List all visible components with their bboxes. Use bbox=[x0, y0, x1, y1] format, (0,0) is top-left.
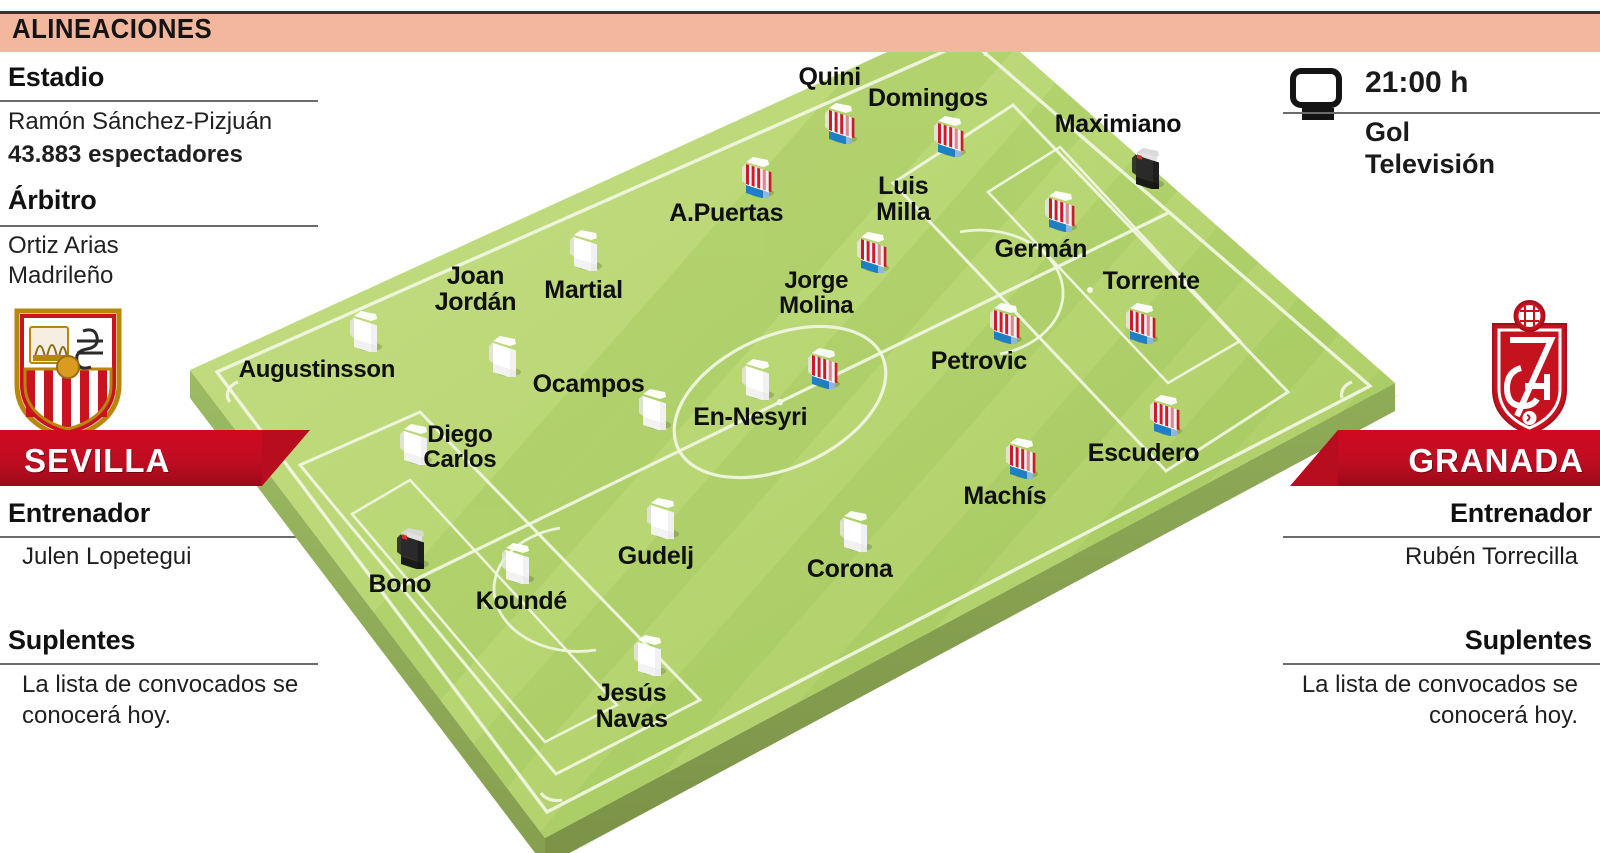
player-kit-icon bbox=[823, 100, 857, 147]
player-kit-icon bbox=[637, 386, 671, 433]
stadium-label: Estadio bbox=[8, 62, 105, 92]
granada-bar-tail bbox=[1290, 430, 1338, 486]
divider bbox=[1283, 536, 1600, 538]
player-kit-icon bbox=[395, 525, 429, 572]
tv-channel-line1: Gol bbox=[1365, 117, 1410, 147]
player-kit-icon bbox=[1148, 392, 1182, 439]
divider bbox=[1283, 663, 1600, 665]
player-name-label: Ocampos bbox=[532, 370, 645, 398]
coach-label-right: Entrenador bbox=[1449, 498, 1592, 528]
stadium-capacity: 43.883 espectadores bbox=[8, 141, 243, 168]
page-title: ALINEACIONES bbox=[12, 13, 213, 44]
player-name-label: Germán bbox=[994, 235, 1088, 263]
player-kit-icon bbox=[632, 632, 666, 679]
player-name-label: Petrovic bbox=[930, 347, 1028, 375]
tv-screen bbox=[1290, 68, 1342, 108]
player-name-label: Luis Milla bbox=[876, 172, 931, 226]
referee-label: Árbitro bbox=[8, 185, 97, 215]
tv-channel-line2: Televisión bbox=[1365, 149, 1496, 179]
player-name-label: Torrente bbox=[1102, 267, 1200, 295]
tv-stand bbox=[1302, 108, 1334, 120]
player-name-label: Machís bbox=[963, 482, 1047, 510]
divider bbox=[0, 663, 318, 665]
referee-origin: Madrileño bbox=[8, 262, 114, 289]
granada-bar bbox=[1338, 430, 1600, 486]
player-kit-icon bbox=[1130, 145, 1164, 192]
player-kit-icon bbox=[500, 540, 534, 587]
player-name-label: Jesús Navas bbox=[595, 679, 668, 733]
player-kit-icon bbox=[806, 345, 840, 392]
player-kit-icon bbox=[1004, 435, 1038, 482]
referee-name: Ortiz Arias bbox=[8, 232, 119, 259]
player-name-label: Corona bbox=[806, 555, 893, 583]
player-kit-icon bbox=[740, 154, 774, 201]
kickoff-time: 21:00 h bbox=[1365, 66, 1469, 99]
player-name-label: Jorge Molina bbox=[779, 267, 854, 319]
subs-text-right: La lista de convocados se conocerá hoy. bbox=[1301, 671, 1578, 729]
player-kit-icon bbox=[838, 508, 872, 555]
player-name-label: Gudelj bbox=[617, 542, 694, 570]
divider bbox=[0, 100, 318, 102]
coach-name-right: Rubén Torrecilla bbox=[1405, 543, 1578, 570]
player-name-label: Escudero bbox=[1087, 439, 1200, 467]
granada-crest bbox=[1492, 300, 1567, 436]
player-kit-icon bbox=[645, 495, 679, 542]
player-name-label: Bono bbox=[368, 570, 432, 598]
player-name-label: Koundé bbox=[475, 587, 568, 615]
player-kit-icon bbox=[932, 113, 966, 160]
player-kit-icon bbox=[398, 421, 432, 468]
sevilla-bar-tail bbox=[262, 430, 310, 486]
subs-label-right: Suplentes bbox=[1464, 625, 1592, 655]
divider bbox=[1283, 112, 1600, 114]
player-kit-icon bbox=[988, 300, 1022, 347]
player-kit-icon bbox=[1043, 188, 1077, 235]
sevilla-team-name: SEVILLA bbox=[24, 442, 171, 479]
player-kit-icon bbox=[568, 227, 602, 274]
sevilla-bar bbox=[0, 430, 262, 486]
stadium-name: Ramón Sánchez-Pizjuán bbox=[8, 108, 273, 135]
header-band bbox=[0, 11, 1600, 52]
divider bbox=[0, 536, 318, 538]
coach-name-left: Julen Lopetegui bbox=[22, 543, 192, 570]
television-icon bbox=[1290, 68, 1348, 124]
player-name-label: Domingos bbox=[868, 84, 988, 112]
coach-label-left: Entrenador bbox=[8, 498, 151, 528]
player-name-label: Quini bbox=[798, 63, 862, 91]
subs-text-left: La lista de convocados se conocerá hoy. bbox=[22, 671, 299, 729]
player-kit-icon bbox=[740, 356, 774, 403]
player-name-label: Diego Carlos bbox=[423, 421, 497, 473]
granada-team-name: GRANADA bbox=[1408, 442, 1584, 479]
player-name-label: Martial bbox=[544, 276, 623, 304]
player-kit-icon bbox=[348, 308, 382, 355]
player-name-label: En-Nesyri bbox=[693, 403, 808, 431]
subs-label-left: Suplentes bbox=[8, 625, 136, 655]
player-name-label: Joan Jordán bbox=[434, 262, 517, 316]
divider bbox=[0, 225, 318, 227]
player-name-label: Augustinsson bbox=[238, 356, 396, 383]
player-name-label: Maximiano bbox=[1054, 110, 1182, 138]
player-name-label: A.Puertas bbox=[669, 199, 784, 227]
player-kit-icon bbox=[487, 333, 521, 380]
player-kit-icon bbox=[1124, 300, 1158, 347]
player-kit-icon bbox=[855, 229, 889, 276]
